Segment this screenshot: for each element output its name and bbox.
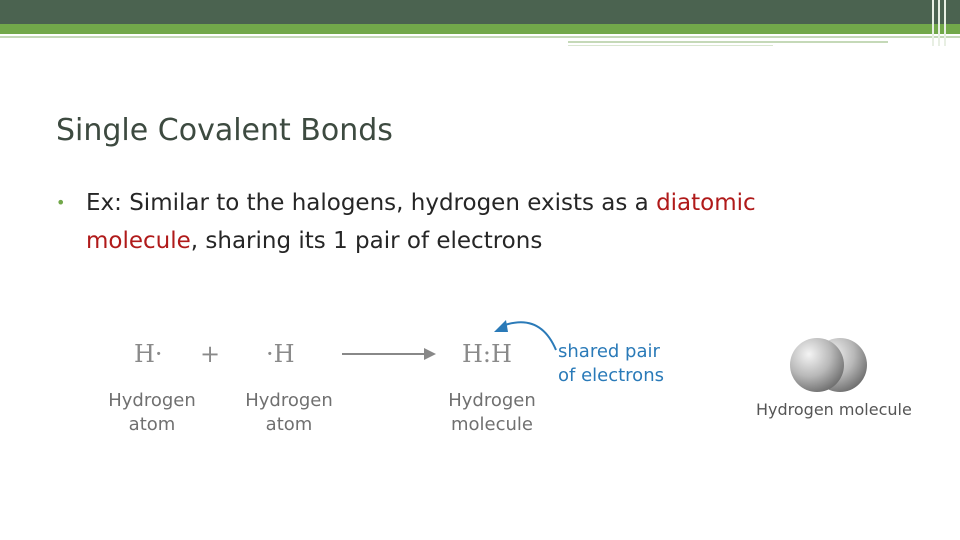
bullet-text-prefix: Ex: Similar to the halogens, hydrogen ex… xyxy=(86,190,657,216)
left-atom-caption: Hydrogen atom xyxy=(100,389,204,437)
bullet-dot-icon: • xyxy=(56,193,66,212)
shared-pair-label-line1: shared pair xyxy=(558,341,660,362)
header-vertical-bars xyxy=(930,0,950,46)
bullet-text: Ex: Similar to the halogens, hydrogen ex… xyxy=(86,184,856,260)
left-atom-caption-line2: atom xyxy=(128,414,176,435)
left-hydrogen-atom-symbol: H· xyxy=(134,340,163,368)
header-rule-short xyxy=(568,41,888,43)
slide-title: Single Covalent Bonds xyxy=(56,113,393,148)
molecule-caption-line1: Hydrogen xyxy=(448,390,536,411)
molecule-caption: Hydrogen molecule xyxy=(440,389,544,437)
shared-pair-label-line2: of electrons xyxy=(558,365,664,386)
right-atom-caption: Hydrogen atom xyxy=(237,389,341,437)
bullet-item: • Ex: Similar to the halogens, hydrogen … xyxy=(56,184,856,260)
hydrogen-molecule-model-icon xyxy=(790,338,867,392)
header-band-dark xyxy=(0,0,960,24)
reaction-arrow-icon xyxy=(342,348,436,360)
header-rule-shorter xyxy=(568,45,773,46)
header-band-green xyxy=(0,24,960,34)
bullet-text-suffix: , sharing its 1 pair of electrons xyxy=(190,228,543,254)
hydrogen-molecule-symbol: H:H xyxy=(462,340,512,368)
right-atom-caption-line1: Hydrogen xyxy=(245,390,333,411)
bullet-highlight-term: diatomic molecule xyxy=(86,190,756,254)
header-rule xyxy=(0,36,960,38)
plus-sign: + xyxy=(200,340,221,368)
right-atom-caption-line2: atom xyxy=(265,414,313,435)
hydrogen-molecule-model-label: Hydrogen molecule xyxy=(756,400,912,419)
molecule-caption-line2: molecule xyxy=(450,414,533,435)
curved-pointer-arrow-icon xyxy=(494,320,557,351)
shared-pair-label: shared pair of electrons xyxy=(558,340,664,388)
hydrogen-bond-diagram: H· + ·H H:H shared pair of electrons Hyd… xyxy=(100,310,820,460)
right-hydrogen-atom-symbol: ·H xyxy=(266,340,295,368)
left-atom-caption-line1: Hydrogen xyxy=(108,390,196,411)
